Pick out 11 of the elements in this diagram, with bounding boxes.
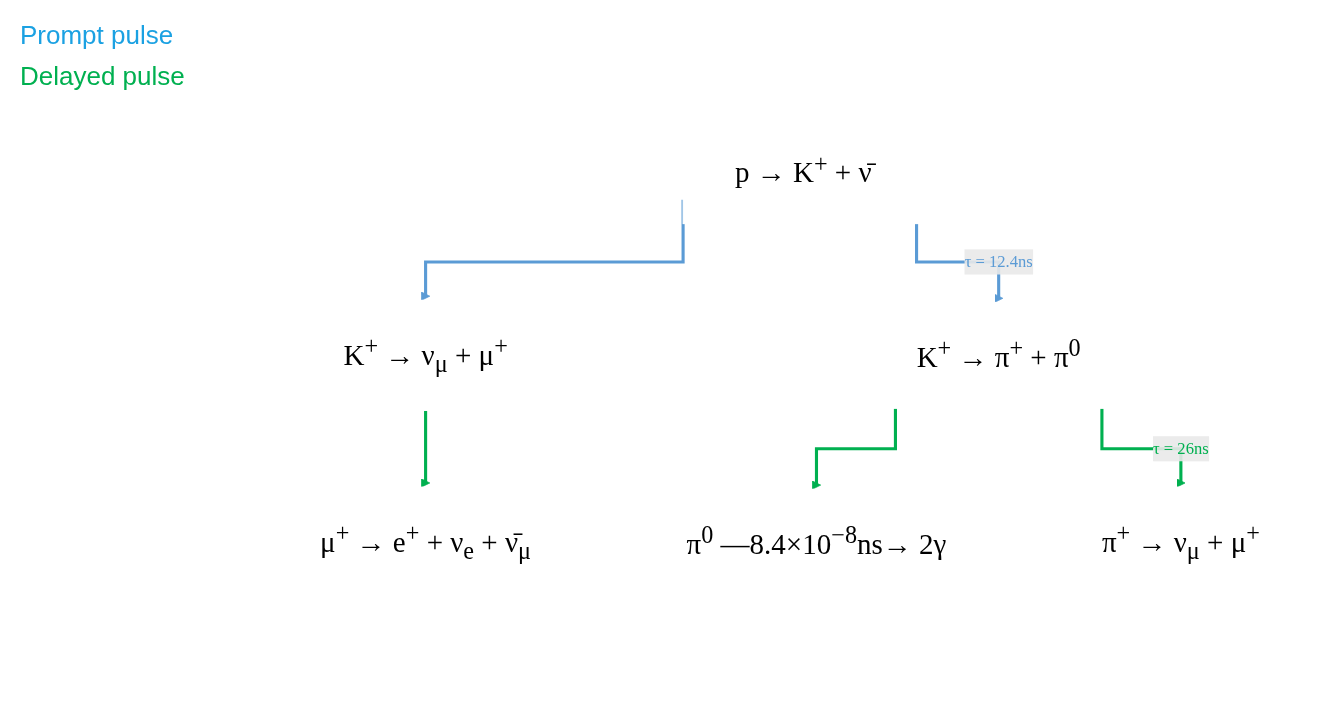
arrow [811,408,897,490]
pulse-label: Delayed pulse [20,61,185,92]
node-text: K$^{+}$ → π$^{+}$ + π$^{0}$ [916,334,1081,374]
node-text: π$^{+}$ → ν$_{μ}$ + μ$^{+}$ [1101,519,1260,564]
pulse-label: Prompt pulse [20,20,175,51]
edge-label: τ = 12.4ns [964,252,1033,271]
node-text: μ$^{+}$ → e$^{+}$ + ν$_{e}$ + ν̄$_{μ}$ [320,519,532,564]
node-text: K$^{+}$ → ν$_{μ}$ + μ$^{+}$ [343,332,508,377]
arrow [421,410,431,488]
edge-label: τ = 26ns [1153,439,1209,458]
node-text: π$^{0}$ —8.4×10$^{−8}$ns→ 2γ [686,521,947,561]
